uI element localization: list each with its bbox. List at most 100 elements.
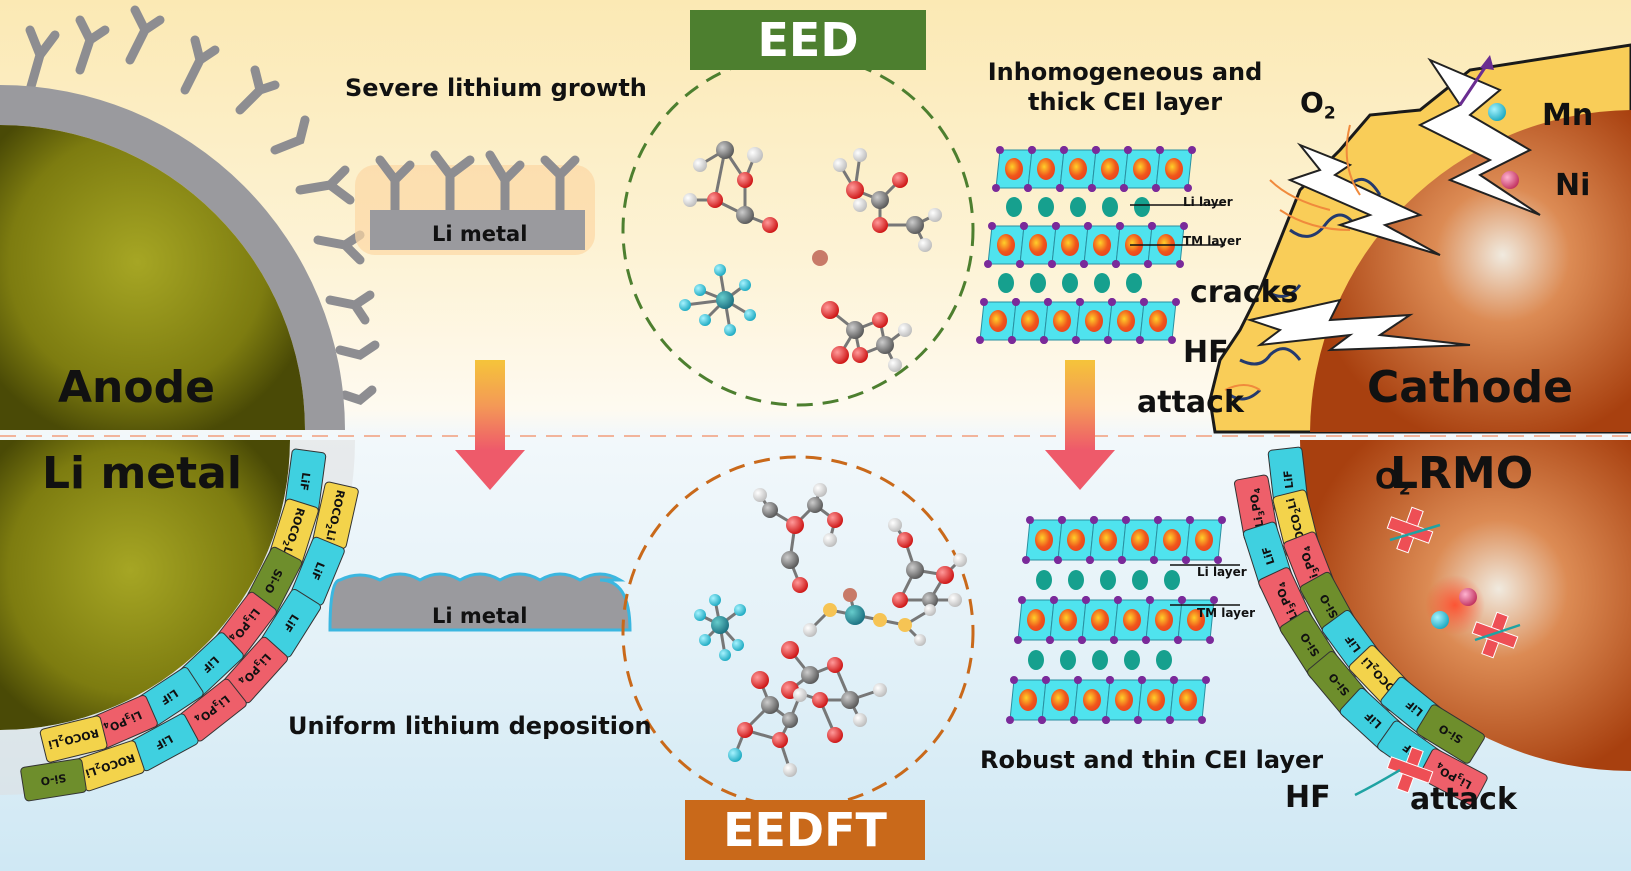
oxygen-atom [1108,298,1116,306]
down-arrow-left [455,360,525,490]
tm-layer-label-bottom: TM layer [1197,606,1256,620]
oxygen-atom [1166,716,1174,724]
tm-atom [1029,234,1047,256]
li-metal-bottom-text: Li metal [432,604,528,628]
atom [781,641,799,659]
atom [846,321,864,339]
oxygen-atom [1058,516,1066,524]
oxygen-atom [1016,260,1024,268]
tm-atom [1117,310,1135,332]
oxygen-atom [1006,716,1014,724]
tile-label: LiF [1260,545,1278,566]
li-atom [1028,650,1044,670]
oxygen-atom [1156,146,1164,154]
oxygen-atom [988,222,996,230]
oxygen-atom [1050,596,1058,604]
eed-title: EED [757,13,859,67]
li-atom [1100,570,1116,590]
eedft-molecules [694,483,967,777]
dendrite-sketch [375,150,580,215]
oxygen-atom [1178,596,1186,604]
tm-atom [1083,689,1101,711]
mn-atom [1488,103,1506,121]
mn-atom-blocked [1431,611,1449,629]
li-layer-label-top: Li layer [1183,195,1233,209]
mn-label: Mn [1542,98,1594,133]
atom [876,336,894,354]
layer-tile: ROCO2Li [39,715,108,763]
oxygen-atom [1140,298,1148,306]
severe-growth-caption: Severe lithium growth [345,74,647,102]
li-atom [1062,273,1078,293]
oxygen-atom [1112,260,1120,268]
oxygen-atom [1070,716,1078,724]
atom [732,639,744,651]
atom [852,347,868,363]
li-atom [998,273,1014,293]
oxygen-atom [1172,298,1180,306]
atom [853,148,867,162]
oxygen-atom [1122,516,1130,524]
oxygen-atom [1038,716,1046,724]
atom [724,324,736,336]
atom [833,158,847,172]
oxygen-atom [1210,596,1218,604]
oxygen-atom [1026,516,1034,524]
atom [898,323,912,337]
tm-atom [1101,158,1119,180]
atom [679,299,691,311]
atom [792,577,808,593]
oxygen-atom [1202,676,1210,684]
atom [793,688,807,702]
layer-tile: LiF [291,536,345,606]
oxygen-atom [1018,596,1026,604]
tm-atom [1059,609,1077,631]
tm-atom [1067,529,1085,551]
tm-atom [1091,609,1109,631]
atom [716,141,734,159]
oxygen-atom [1052,222,1060,230]
oxygen-atom [1144,260,1152,268]
li-layer-label-bottom: Li layer [1197,565,1247,579]
atom [843,588,857,602]
atom [853,713,867,727]
layer-tile: Li3PO4 [88,695,158,750]
oxygen-atom [1060,146,1068,154]
li-atom [1126,273,1142,293]
atom [683,193,697,207]
atom [736,206,754,224]
hf-label-bottom: HF [1285,780,1331,815]
cathode-label: Cathode [1367,362,1573,413]
oxygen-atom [1092,146,1100,154]
li-atom [1068,570,1084,590]
layer-tile: LiF [284,448,327,515]
tm-atom [1179,689,1197,711]
anode-dendrites [25,5,380,406]
atom [831,346,849,364]
oxygen-atom [1218,516,1226,524]
tm-atom [1069,158,1087,180]
o2-top-subscript: 2 [1323,103,1336,124]
oxygen-atom [1078,636,1086,644]
oxygen-atom [1080,260,1088,268]
li-metal-top-text: Li metal [432,222,528,246]
atom [739,279,751,291]
atom [744,309,756,321]
eedft-title: EEDFT [723,803,887,857]
layer-tile: Si-O [20,758,87,802]
crack-bolt-top [1417,57,1541,216]
atom [892,172,908,188]
tm-atom [1165,158,1183,180]
atom [928,208,942,222]
eedft-title-box: EEDFT [685,800,925,860]
tm-atom [1099,529,1117,551]
oxygen-atom [1008,336,1016,344]
atom [918,238,932,252]
tm-atom [1061,234,1079,256]
atom [812,692,828,708]
tm-layer-label-top: TM layer [1183,234,1242,248]
tm-atom [1019,689,1037,711]
atom [711,616,729,634]
atom [772,732,788,748]
oxygen-atom [1046,636,1054,644]
